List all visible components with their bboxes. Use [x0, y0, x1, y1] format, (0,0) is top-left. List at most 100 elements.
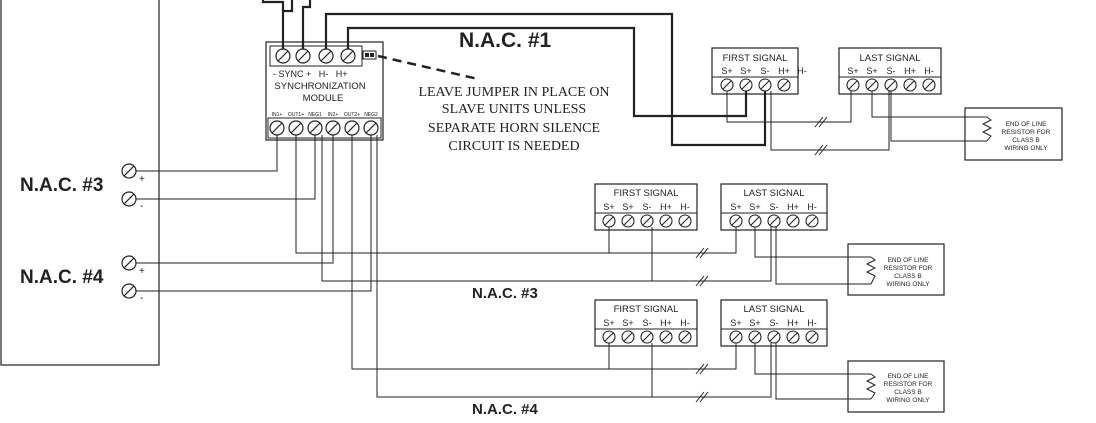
nac3-first-signal-terminals — [602, 214, 692, 228]
nac4-first-terminal-label-5: H- — [680, 318, 690, 328]
nac4-eol-resistor-box — [847, 360, 945, 413]
nac3-eol-line-1: END OF LINE — [888, 257, 929, 264]
nac3-last-terminal-label-3: S- — [770, 202, 779, 212]
nac4-circuit-label: N.A.C. #4 — [472, 401, 539, 418]
nac4-last-signal-title: LAST SIGNAL — [743, 304, 804, 315]
jumper-note-line-3: SEPARATE HORN SILENCE — [428, 121, 600, 136]
nac3-last-signal-title: LAST SIGNAL — [743, 188, 804, 199]
nac1-first-signal-box — [711, 47, 799, 95]
nac3-eol-resistor-box — [847, 243, 945, 296]
sync-bottom-terminal-strip — [267, 117, 382, 139]
nac3-first-signal-title: FIRST SIGNAL — [614, 188, 679, 199]
wire-nac3-minus — [136, 135, 316, 200]
wire-out1-to-nac3 — [295, 135, 609, 254]
panel-nac3-label: N.A.C. #3 — [20, 175, 103, 196]
terminal-label-in2: IN2+ — [328, 112, 339, 118]
wire-nac4-minus — [136, 135, 372, 292]
nac1-last-terminal-label-3: S- — [887, 66, 896, 76]
nac1-last-terminal-label-1: S+ — [847, 66, 858, 76]
nac3-eol-line-4: WIRING ONLY — [886, 281, 930, 288]
nac3-first-signal-box — [594, 183, 698, 231]
nac3-last-terminal-label-4: H+ — [787, 202, 799, 212]
nac1-eol-line-1: END OF LINE — [1006, 121, 1047, 128]
panel-nac4-label: N.A.C. #4 — [20, 267, 104, 288]
nac3-chain: FIRST SIGNAL S+ S+ S- H+ H- LAST SIGNAL … — [594, 183, 945, 296]
nac3-eol-line-2: RESISTOR FOR — [884, 265, 933, 272]
wire-nac4-plus — [136, 135, 334, 264]
nac4-first-terminal-label-3: S- — [643, 318, 652, 328]
nac4-first-signal-title: FIRST SIGNAL — [614, 304, 679, 315]
nac1-eol-line-4: WIRING ONLY — [1004, 145, 1048, 152]
nac1-last-terminal-label-5: H- — [924, 66, 934, 76]
nac3-last-terminal-label-1: S+ — [730, 202, 741, 212]
nac1-first-terminal-label-3: S- — [761, 66, 770, 76]
nac4-last-terminal-label-4: H+ — [787, 318, 799, 328]
nac1-first-terminal-label-2: S+ — [740, 66, 751, 76]
nac1-last-signal-title: LAST SIGNAL — [859, 53, 920, 64]
nac1-first-terminal-label-5: H- — [797, 66, 807, 76]
nac4-first-signal-terminals — [602, 330, 692, 344]
nac3-eol-line-3: CLASS B — [894, 273, 921, 280]
nac4-eol-line-3: CLASS B — [894, 389, 921, 396]
nac1-last-signal-box — [838, 47, 942, 95]
nac4-last-terminal-label-1: S+ — [730, 318, 741, 328]
nac1-last-signal-terminals — [846, 78, 936, 92]
nac3-last-terminal-label-2: S+ — [749, 202, 760, 212]
nac4-last-signal-terminals — [729, 330, 819, 344]
nac3-last-signal-terminals — [729, 214, 819, 228]
nac3-first-terminal-label-4: H+ — [660, 202, 672, 212]
terminal-label-neg1: NEG1 — [308, 112, 322, 118]
wire-out2-to-nac4 — [351, 135, 609, 370]
nac4-last-signal-box — [720, 299, 828, 347]
nac4-eol-line-2: RESISTOR FOR — [884, 381, 933, 388]
wire-neg1-to-nac3 — [321, 135, 652, 282]
nac1-eol-line-3: CLASS B — [1012, 137, 1039, 144]
sync-bottom-terminal-labels: IN1+ OUT1+ NEG1 IN2+ OUT2+ NEG2 — [272, 112, 378, 118]
nac1-first-terminal-label-4: H+ — [778, 66, 790, 76]
jumper-pin-right — [370, 53, 374, 57]
nac3-plus-sign: + — [139, 174, 145, 185]
jumper-note: LEAVE JUMPER IN PLACE ON SLAVE UNITS UNL… — [418, 85, 609, 154]
nac1-first-signal-title: FIRST SIGNAL — [723, 53, 788, 64]
terminal-label-out1: OUT1+ — [288, 112, 304, 118]
nac4-first-terminal-label-1: S+ — [603, 318, 614, 328]
jumper-block — [362, 50, 377, 60]
sync-terminal-labels: - SYNC + H- H+ — [273, 69, 348, 79]
nac1-first-signal-terminals — [720, 78, 791, 92]
nac4-last-terminal-label-2: S+ — [749, 318, 760, 328]
sync-module-title-2: MODULE — [303, 93, 344, 104]
nac4-minus-sign: - — [140, 293, 143, 304]
nac4-eol-line-1: END OF LINE — [888, 373, 929, 380]
nac4-first-terminal-label-2: S+ — [622, 318, 633, 328]
terminal-label-in1: IN1+ — [272, 112, 283, 118]
nac1-eol-resistor-symbol — [981, 116, 993, 142]
module-wiring — [136, 135, 652, 398]
jumper-note-line-2: SLAVE UNITS UNLESS — [442, 102, 586, 117]
nac3-first-terminal-label-3: S- — [643, 202, 652, 212]
nac1-eol-line-2: RESISTOR FOR — [1002, 129, 1051, 136]
jumper-note-line-4: CIRCUIT IS NEEDED — [448, 139, 579, 154]
terminal-label-out2: OUT2+ — [344, 112, 360, 118]
nac4-chain: FIRST SIGNAL S+ S+ S- H+ H- LAST SIGNAL … — [594, 299, 945, 413]
nac4-signal-wiring — [608, 343, 871, 403]
nac3-circuit-label: N.A.C. #3 — [472, 285, 538, 302]
sync-top-terminal-strip — [269, 45, 363, 67]
nac4-last-terminal-label-3: S- — [770, 318, 779, 328]
nac1-eol-resistor-box — [964, 107, 1063, 161]
nac3-eol-resistor-symbol — [865, 256, 877, 285]
nac1-chain: FIRST SIGNAL S+ S+ S- H+ H- LAST SIGNAL … — [711, 47, 1063, 161]
nac4-plus-sign: + — [139, 266, 145, 277]
terminal-label-neg2: NEG2 — [364, 112, 378, 118]
nac3-last-signal-box — [720, 183, 828, 231]
nac4-eol-line-4: WIRING ONLY — [886, 397, 930, 404]
nac4-eol-resistor-symbol — [865, 373, 877, 400]
jumper-pin-left — [365, 53, 369, 57]
wire-neg2-to-nac4 — [376, 135, 652, 398]
nac3-first-terminal-label-2: S+ — [622, 202, 633, 212]
sync-module-box — [265, 41, 384, 141]
nac1-last-terminal-label-4: H+ — [904, 66, 916, 76]
jumper-note-line-1: LEAVE JUMPER IN PLACE ON — [418, 85, 609, 100]
jumper-leader-line — [377, 54, 479, 81]
nac3-signal-wiring — [608, 227, 871, 287]
